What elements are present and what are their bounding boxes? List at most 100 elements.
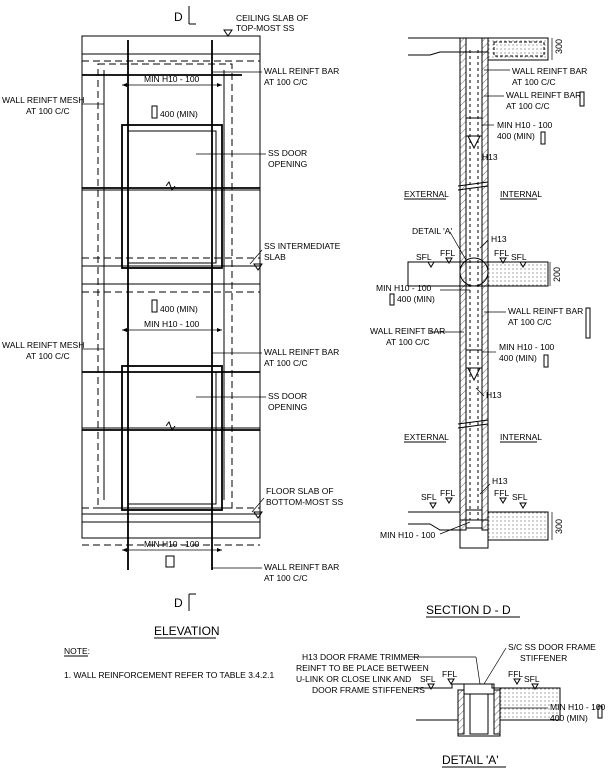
wall-reinft-bar-callout-bottom: WALL REINFT BAR AT 100 C/C bbox=[212, 562, 339, 583]
wall-reinft-mesh-callout-lower: WALL REINFT MESH AT 100 C/C bbox=[2, 340, 104, 361]
wall-reinft-mesh-callout-upper: WALL REINFT MESH AT 100 C/C bbox=[2, 95, 104, 116]
svg-text:AT 100 C/C: AT 100 C/C bbox=[26, 351, 70, 361]
door-opening-lower bbox=[121, 365, 223, 511]
door-opening-callout-lower: SS DOOR OPENING bbox=[196, 391, 307, 412]
svg-text:MIN H10 - 100: MIN H10 - 100 bbox=[550, 702, 606, 712]
dim-300-top: 300 bbox=[551, 38, 564, 60]
svg-text:AT 100 C/C: AT 100 C/C bbox=[264, 573, 308, 583]
elevation-view: D bbox=[2, 6, 343, 639]
svg-text:WALL REINFT MESH: WALL REINFT MESH bbox=[2, 95, 84, 105]
intermediate-slab-callout: SS INTERMEDIATE SLAB bbox=[249, 241, 341, 271]
svg-text:WALL REINFT BAR: WALL REINFT BAR bbox=[370, 326, 445, 336]
section-min-h10-bottom: MIN H10 - 100 bbox=[380, 521, 471, 540]
svg-text:REINFT TO BE PLACE BETWEEN: REINFT TO BE PLACE BETWEEN bbox=[296, 663, 429, 673]
section-marker-top-label: D bbox=[174, 10, 183, 24]
svg-text:CEILING SLAB OF: CEILING SLAB OF bbox=[236, 13, 308, 23]
detail-a-callout: DETAIL 'A' bbox=[412, 226, 467, 261]
h13-label-2: H13 bbox=[491, 234, 507, 244]
note-heading: NOTE: bbox=[64, 646, 90, 656]
stiffener-callout: S/C SS DOOR FRAME STIFFENER bbox=[483, 642, 596, 685]
svg-text:SS DOOR: SS DOOR bbox=[268, 391, 307, 401]
svg-text:WALL REINFT BAR: WALL REINFT BAR bbox=[512, 66, 587, 76]
svg-text:OPENING: OPENING bbox=[268, 159, 307, 169]
section-marker-top: D bbox=[174, 6, 196, 25]
note-item-1: 1. WALL REINFORCEMENT REFER TO TABLE 3.4… bbox=[64, 670, 274, 680]
section-wall-hatch-left bbox=[459, 37, 467, 531]
svg-text:FFL: FFL bbox=[494, 248, 509, 258]
svg-text:FFL: FFL bbox=[440, 248, 455, 258]
svg-text:AT 100 C/C: AT 100 C/C bbox=[386, 337, 430, 347]
section-min-h10-mid: MIN H10 - 100 400 (MIN) bbox=[376, 283, 470, 306]
internal-label-2: INTERNAL bbox=[500, 432, 542, 442]
section-min-h10-upper: MIN H10 - 100 400 (MIN) bbox=[482, 120, 553, 145]
svg-text:MIN H10 - 100: MIN H10 - 100 bbox=[380, 530, 436, 540]
svg-text:AT 100 C/C: AT 100 C/C bbox=[506, 101, 550, 111]
note-block: NOTE: 1. WALL REINFORCEMENT REFER TO TAB… bbox=[64, 646, 274, 680]
detail-title: DETAIL 'A' bbox=[442, 753, 499, 767]
internal-label-1: INTERNAL bbox=[500, 189, 542, 199]
svg-text:U-LINK OR CLOSE LINK AND: U-LINK OR CLOSE LINK AND bbox=[296, 674, 411, 684]
svg-text:MIN H10 - 100: MIN H10 - 100 bbox=[376, 283, 432, 293]
svg-text:MIN H10 - 100: MIN H10 - 100 bbox=[499, 342, 555, 352]
wall-mesh-outline bbox=[97, 63, 233, 509]
svg-text:FFL: FFL bbox=[494, 488, 509, 498]
svg-text:FFL: FFL bbox=[440, 488, 455, 498]
svg-text:AT 100 C/C: AT 100 C/C bbox=[508, 317, 552, 327]
h13-label-3: H13 bbox=[486, 390, 502, 400]
dim-300-bottom: 300 bbox=[551, 512, 564, 540]
bottom-slab bbox=[81, 513, 261, 539]
svg-text:300: 300 bbox=[554, 39, 564, 54]
door-opening-callout-upper: SS DOOR OPENING bbox=[196, 148, 307, 169]
min-h10-label-middle: MIN H10 - 100 bbox=[144, 319, 200, 329]
section-title: SECTION D - D bbox=[426, 603, 511, 617]
min-h10-label-upper: MIN H10 - 100 bbox=[144, 74, 200, 84]
svg-text:S/C SS DOOR FRAME: S/C SS DOOR FRAME bbox=[508, 642, 596, 652]
svg-text:WALL REINFT MESH: WALL REINFT MESH bbox=[2, 340, 84, 350]
svg-text:DOOR FRAME STIFFENERS: DOOR FRAME STIFFENERS bbox=[312, 685, 425, 695]
intermediate-slab bbox=[81, 265, 261, 285]
h13-label-1: H13 bbox=[482, 152, 498, 162]
h13-label-4: H13 bbox=[492, 476, 508, 486]
svg-text:DETAIL 'A': DETAIL 'A' bbox=[412, 226, 452, 236]
svg-text:STIFFENER: STIFFENER bbox=[520, 653, 567, 663]
section-wall-reinft-bar-1: WALL REINFT BAR AT 100 C/C bbox=[484, 66, 587, 87]
min-400-label-upper: 400 (MIN) bbox=[160, 109, 198, 119]
section-view: 300 200 300 WALL REINFT BAR AT 100 C/C W… bbox=[370, 37, 591, 618]
section-wall-hatch-right bbox=[481, 37, 489, 531]
detail-level-markers: SFL FFL FFL SFL bbox=[420, 669, 540, 690]
svg-text:AT 100 C/C: AT 100 C/C bbox=[512, 77, 556, 87]
section-marker-bottom: D bbox=[174, 593, 196, 611]
svg-text:400 (MIN): 400 (MIN) bbox=[497, 131, 535, 141]
svg-text:SFL: SFL bbox=[524, 674, 540, 684]
svg-text:SLAB: SLAB bbox=[264, 252, 286, 262]
svg-text:WALL REINFT BAR: WALL REINFT BAR bbox=[508, 306, 583, 316]
svg-text:SFL: SFL bbox=[511, 252, 527, 262]
svg-text:SFL: SFL bbox=[512, 492, 528, 502]
svg-text:300: 300 bbox=[554, 519, 564, 534]
svg-text:MIN H10 - 100: MIN H10 - 100 bbox=[497, 120, 553, 130]
section-level-markers-bottom: SFL FFL FFL SFL bbox=[421, 488, 528, 509]
section-wall-reinft-bar-4: WALL REINFT BAR AT 100 C/C bbox=[370, 326, 464, 347]
svg-text:AT 100 C/C: AT 100 C/C bbox=[264, 358, 308, 368]
svg-text:400 (MIN): 400 (MIN) bbox=[550, 713, 588, 723]
svg-text:200: 200 bbox=[552, 267, 562, 282]
door-opening-upper bbox=[121, 124, 223, 269]
section-level-markers-mid: SFL FFL FFL SFL bbox=[416, 248, 527, 268]
min-h10-label-bottom: MIN H10 - 100 bbox=[144, 539, 200, 549]
svg-text:TOP-MOST SS: TOP-MOST SS bbox=[236, 23, 295, 33]
section-wall-reinft-bar-3: WALL REINFT BAR AT 100 C/C bbox=[484, 306, 591, 339]
svg-text:SFL: SFL bbox=[421, 492, 437, 502]
svg-text:WALL REINFT BAR: WALL REINFT BAR bbox=[506, 90, 581, 100]
svg-text:FLOOR SLAB OF: FLOOR SLAB OF bbox=[266, 486, 334, 496]
min-400-label-middle: 400 (MIN) bbox=[160, 304, 198, 314]
dim-200: 200 bbox=[549, 262, 562, 286]
section-min-h10-lower: MIN H10 - 100 400 (MIN) bbox=[482, 342, 555, 368]
svg-text:AT 100 C/C: AT 100 C/C bbox=[264, 77, 308, 87]
wall-reinft-bar-callout-top: WALL REINFT BAR AT 100 C/C bbox=[212, 66, 339, 87]
elevation-title: ELEVATION bbox=[154, 624, 220, 638]
section-wall-reinft-bar-2: WALL REINFT BAR AT 100 C/C bbox=[484, 90, 585, 111]
detail-min-h10-callout: MIN H10 - 100 400 (MIN) bbox=[500, 702, 606, 723]
floor-slab-callout: FLOOR SLAB OF BOTTOM-MOST SS bbox=[251, 486, 343, 519]
svg-text:AT 100 C/C: AT 100 C/C bbox=[26, 106, 70, 116]
